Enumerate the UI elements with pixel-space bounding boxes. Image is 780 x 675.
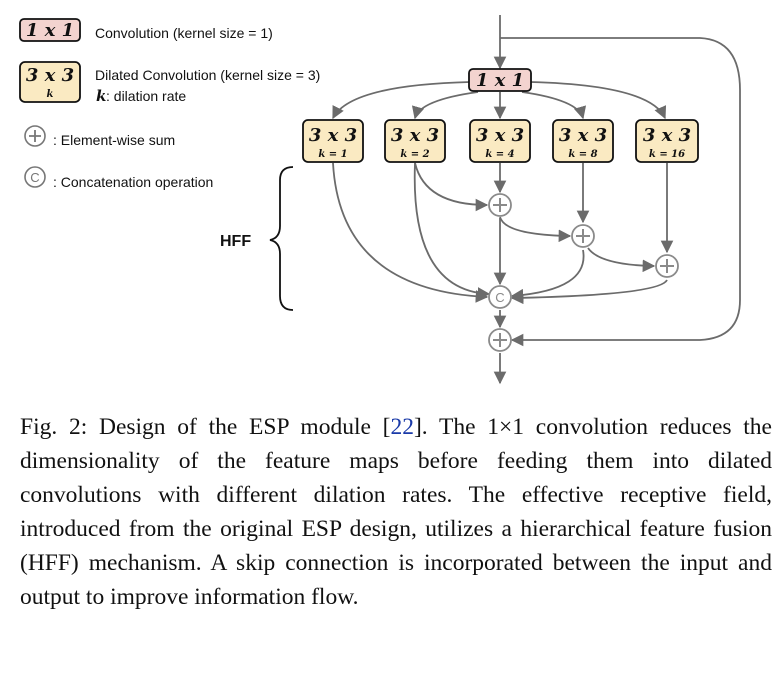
sum-legend-plus-icon xyxy=(29,130,41,142)
branch-k1: 3 x 3 k = 1 xyxy=(302,119,364,163)
hff-brace: HFF xyxy=(220,166,294,311)
hff-sum-1 xyxy=(488,193,512,217)
branch-k2-title: 3 x 3 xyxy=(391,125,439,146)
input-conv1x1-box xyxy=(468,68,532,92)
sum3-to-concat-arrow xyxy=(510,279,668,305)
plus-icon xyxy=(493,198,507,212)
conv1x1-legend-text: Convolution (kernel size = 1) xyxy=(95,25,273,41)
sum1-to-sum2-arrow xyxy=(499,216,572,243)
citation-link[interactable]: 22 xyxy=(390,414,414,440)
plus-icon xyxy=(660,259,674,273)
hff-sum-2 xyxy=(571,224,595,248)
branch-k1-box xyxy=(302,119,364,163)
plus-icon xyxy=(493,333,507,347)
concat-node: C xyxy=(488,285,512,309)
to-branch-k1-arrow xyxy=(332,81,471,120)
branch-k16: 3 x 3 k = 16 xyxy=(635,119,699,163)
branch-k8: 3 x 3 k = 8 xyxy=(552,119,614,163)
branch-k8-box xyxy=(552,119,614,163)
branch-k16-box xyxy=(635,119,699,163)
plus-icon xyxy=(576,229,590,243)
dilation-k-symbol: k xyxy=(96,87,106,105)
branch-k4-sub: k = 4 xyxy=(485,149,514,160)
branch-k8-title: 3 x 3 xyxy=(559,125,607,146)
conv1x1-legend-box xyxy=(19,18,81,42)
concat-node-icon xyxy=(488,285,512,309)
curly-brace-icon xyxy=(269,166,294,311)
skip-connection-arrow xyxy=(500,37,741,347)
concat-legend-letter: C xyxy=(30,170,39,185)
concat-legend-text: : Concatenation operation xyxy=(53,174,213,190)
caption-body: ]. The 1×1 convolution reduces the dimen… xyxy=(20,414,772,610)
input-conv1x1-label: 1 x 1 xyxy=(476,70,524,91)
dilated-legend-sub: k xyxy=(47,89,54,100)
dilated-legend-text: Dilated Convolution (kernel size = 3) xyxy=(95,67,320,83)
figure-caption: Fig. 2: Design of the ESP module [22]. T… xyxy=(20,410,772,614)
k2-skip-to-concat-arrow xyxy=(413,162,491,300)
to-branch-k8-arrow xyxy=(521,91,587,120)
branch-k16-title: 3 x 3 xyxy=(643,125,691,146)
sum-legend-text: : Element-wise sum xyxy=(53,132,175,148)
dilated-legend-symbol: 3 x 3 xyxy=(26,65,74,86)
branch-k1-sub: k = 1 xyxy=(318,149,347,160)
legend-conv1x1: 1 x 1 Convolution (kernel size = 1) xyxy=(19,18,273,42)
concat-letter: C xyxy=(495,290,504,305)
concat-legend-icon xyxy=(24,166,46,188)
dilation-k-text: : dilation rate xyxy=(106,88,186,104)
sum2-to-concat-arrow xyxy=(510,249,585,302)
k2-to-sum1-arrow xyxy=(414,162,489,212)
dilated-legend-box xyxy=(19,61,81,103)
branch-k4-title: 3 x 3 xyxy=(476,125,524,146)
branch-k2-box xyxy=(384,119,446,163)
branch-k16-sub: k = 16 xyxy=(649,149,685,160)
conv1x1-legend-symbol: 1 x 1 xyxy=(26,20,74,41)
connections xyxy=(332,15,741,385)
to-branch-k16-arrow xyxy=(529,81,667,120)
branch-k2: 3 x 3 k = 2 xyxy=(384,119,446,163)
to-branch-k2-arrow xyxy=(411,91,479,120)
esp-module-diagram: 1 x 1 Convolution (kernel size = 1) 3 x … xyxy=(19,15,741,385)
branch-k4: 3 x 3 k = 4 xyxy=(469,119,531,163)
output-sum xyxy=(488,328,512,352)
branch-k1-title: 3 x 3 xyxy=(309,125,357,146)
legend: 1 x 1 Convolution (kernel size = 1) 3 x … xyxy=(19,18,320,190)
legend-dilated: 3 x 3 k Dilated Convolution (kernel size… xyxy=(19,61,320,105)
branch-k4-box xyxy=(469,119,531,163)
legend-concat: C : Concatenation operation xyxy=(24,166,213,190)
sum2-to-sum3-arrow xyxy=(587,247,656,273)
hff-label: HFF xyxy=(220,233,251,250)
k1-to-concat-arrow xyxy=(332,162,489,303)
caption-prefix: Fig. 2: Design of the ESP module [ xyxy=(20,414,391,440)
input-conv1x1-block: 1 x 1 xyxy=(468,68,532,92)
branch-k8-sub: k = 8 xyxy=(568,149,597,160)
hff-sum-3 xyxy=(655,254,679,278)
branch-k2-sub: k = 2 xyxy=(400,149,429,160)
legend-sum: : Element-wise sum xyxy=(24,125,175,148)
